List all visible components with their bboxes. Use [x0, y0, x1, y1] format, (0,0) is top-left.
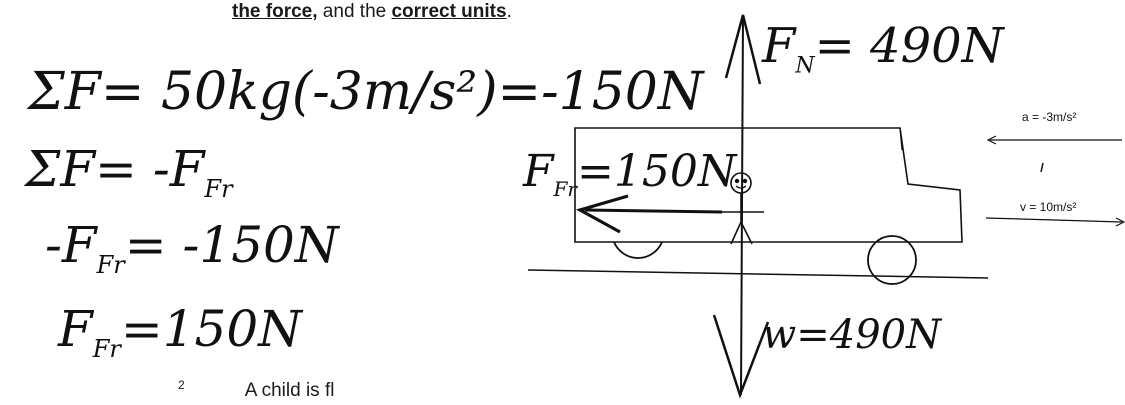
weight-label: w=490N	[762, 312, 942, 358]
road-line	[527, 269, 989, 279]
friction-force-arrowhead	[575, 194, 629, 234]
velocity-label: v = 10m/s²	[1020, 200, 1077, 214]
friction-force-label: FFr=150N	[523, 146, 737, 201]
equation-line-4: FFr=150N	[58, 300, 302, 363]
equation-line-3: -FFr= -150N	[45, 216, 339, 279]
vertical-force-line	[740, 14, 744, 396]
velocity-arrow	[985, 217, 1123, 223]
normal-force-label: FN= 490N	[762, 18, 1004, 79]
equation-line-1: ΣF= 50kg(-3m/s²)=-150N	[28, 62, 704, 122]
truck-cab-line	[899, 127, 903, 151]
normal-force-arrowhead	[724, 14, 762, 85]
stick-figure-body	[720, 193, 764, 245]
acceleration-label: a = -3m/s²	[1022, 110, 1077, 124]
weight-arrowhead	[712, 314, 770, 399]
truck-body	[574, 127, 963, 243]
stick-figure-head	[730, 172, 752, 194]
equation-line-2: ΣF= -FFr	[25, 140, 233, 203]
friction-force-arrow	[584, 208, 723, 214]
rear-wheel-icon	[867, 235, 917, 285]
front-wheel-icon	[613, 241, 663, 259]
instruction-text: the force, and the correct units.	[232, 1, 512, 22]
